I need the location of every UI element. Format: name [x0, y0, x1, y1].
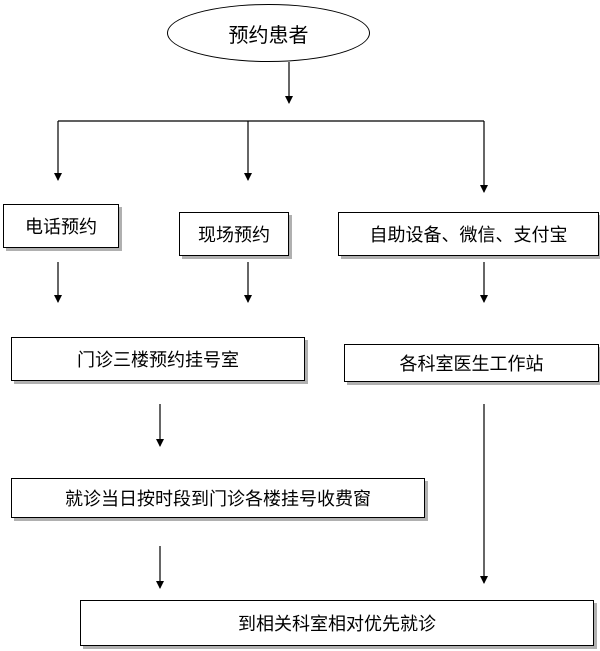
self-service-label: 自助设备、微信、支付宝	[369, 225, 568, 246]
onsite-appointment-node: 现场预约	[179, 212, 289, 256]
self-service-node: 自助设备、微信、支付宝	[338, 212, 599, 256]
start-node-label: 预约患者	[228, 22, 309, 47]
priority-visit-node: 到相关科室相对优先就诊	[80, 600, 594, 646]
onsite-appointment-label: 现场预约	[198, 225, 270, 246]
registration-office-label: 门诊三楼预约挂号室	[77, 350, 239, 371]
phone-appointment-label: 电话预约	[25, 217, 97, 238]
visit-day-label: 就诊当日按时段到门诊各楼挂号收费窗	[65, 489, 371, 510]
phone-appointment-node: 电话预约	[3, 204, 119, 248]
dept-doctor-node: 各科室医生工作站	[344, 344, 599, 382]
start-node: 预约患者	[167, 4, 370, 62]
registration-office-node: 门诊三楼预约挂号室	[11, 337, 305, 381]
visit-day-node: 就诊当日按时段到门诊各楼挂号收费窗	[11, 478, 425, 518]
dept-doctor-label: 各科室医生工作站	[399, 354, 544, 375]
priority-visit-label: 到相关科室相对优先就诊	[238, 614, 436, 635]
